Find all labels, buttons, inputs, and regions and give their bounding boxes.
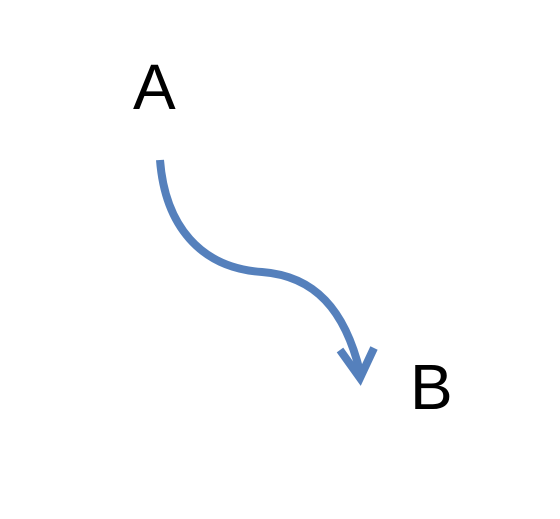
node-label-b: B [410,351,453,423]
arrowhead-icon [336,346,378,386]
arrow-shaft [156,159,364,373]
node-label-a: A [133,51,176,123]
